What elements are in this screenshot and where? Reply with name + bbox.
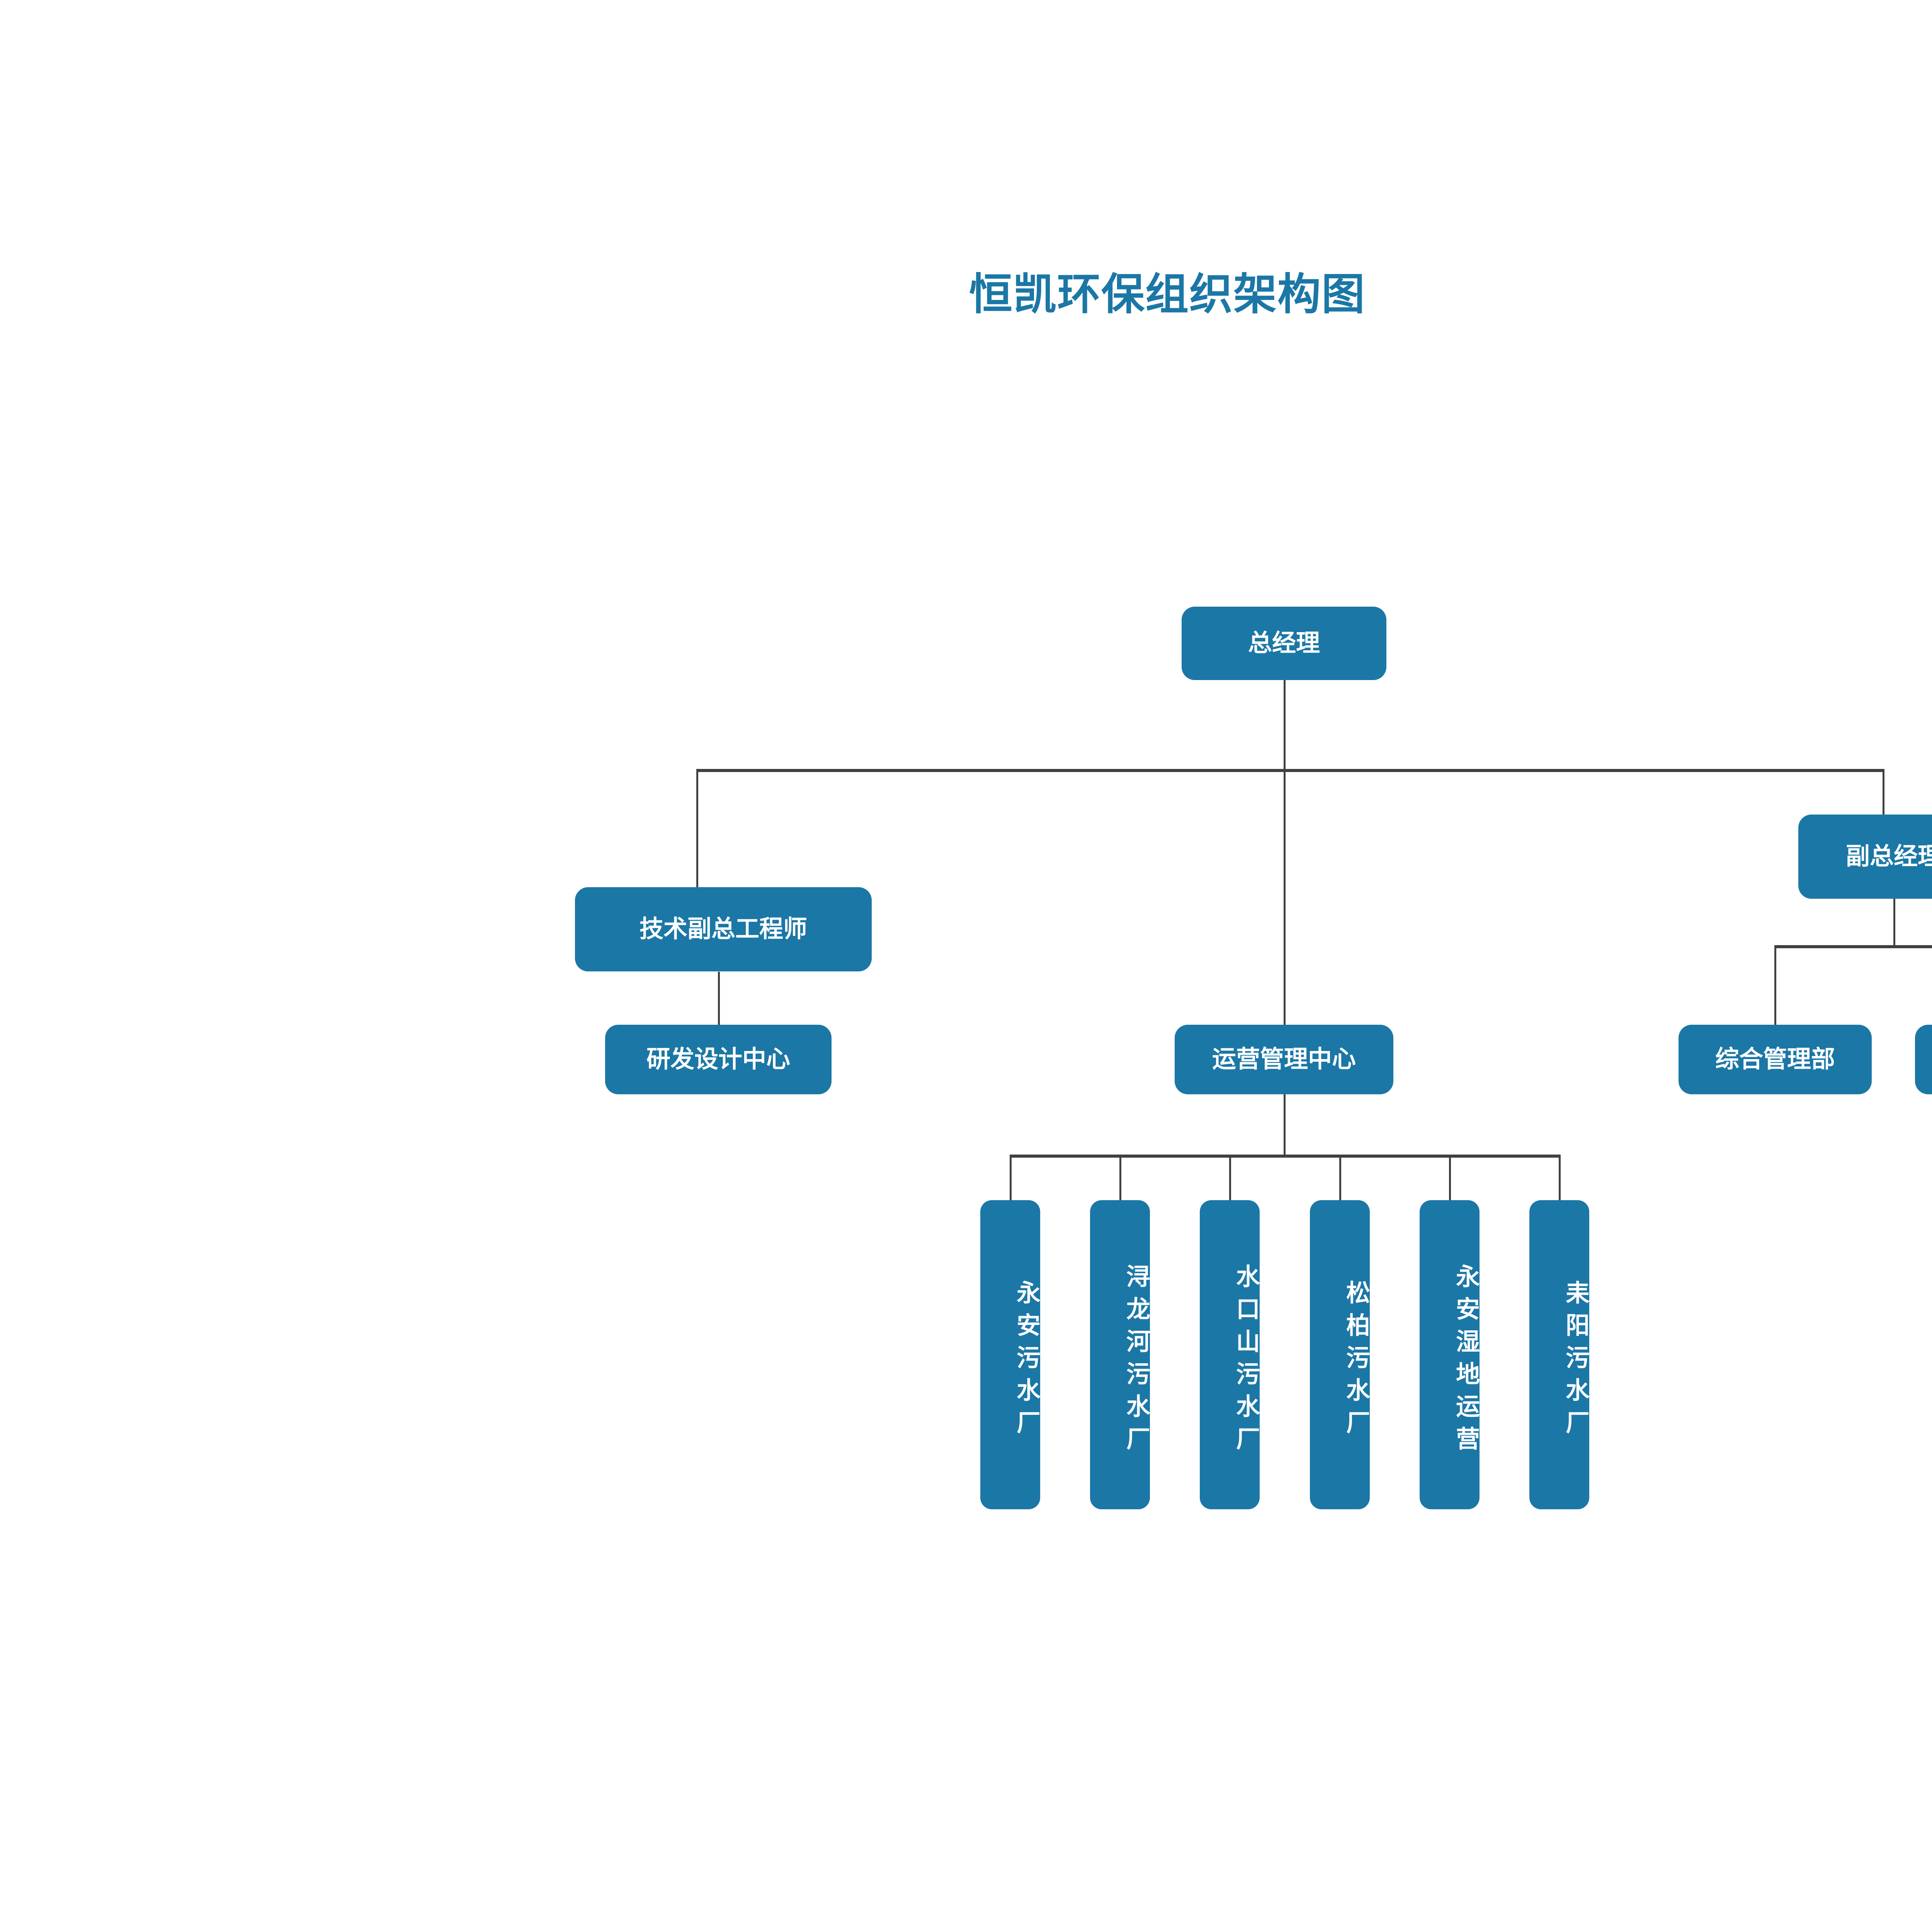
page-title-text: 恒凯环保组织架构图 [969, 270, 1366, 318]
connector-drop-plant-6 [1559, 1155, 1561, 1201]
org-node-plant-2[interactable]: 浔龙河污水厂 [1090, 1200, 1150, 1509]
org-node-plant-4[interactable]: 松柏污水厂 [1310, 1200, 1370, 1509]
connector-operations-center-stem [1284, 1094, 1286, 1156]
connector-deputy-gm-stem [1893, 898, 1895, 947]
org-node-plant-6[interactable]: 耒阳污水厂 [1529, 1200, 1589, 1509]
connector-deputy-gm-bus [1774, 945, 1932, 948]
org-node-plant-1[interactable]: 永安污水厂 [980, 1200, 1040, 1509]
org-node-plant-3-label: 水口山污水厂 [1232, 1264, 1259, 1459]
connector-drop-plant-1 [1010, 1155, 1012, 1201]
connector-drop-deputy-general-manager [1883, 769, 1884, 815]
org-node-finance-asset-dept[interactable]: 财务资产部 [1915, 1025, 1932, 1094]
connector-technical-deputy-to-rnd [718, 972, 720, 1026]
org-node-technical-deputy-chief-engineer-label: 技术副总工程师 [639, 916, 807, 943]
org-node-rnd-design-center[interactable]: 研发设计中心 [605, 1025, 832, 1094]
org-node-plant-6-label: 耒阳污水厂 [1562, 1280, 1588, 1442]
org-node-deputy-general-manager-label: 副总经理 [1845, 843, 1932, 870]
connector-drop-plant-5 [1449, 1155, 1451, 1201]
connector-drop-plant-3 [1229, 1155, 1231, 1201]
org-node-operations-management-center-label: 运营管理中心 [1212, 1046, 1356, 1073]
connector-level2-bus [696, 769, 1884, 772]
org-node-plant-5[interactable]: 永安湿地运营 [1420, 1200, 1480, 1509]
org-node-general-manager[interactable]: 总经理 [1182, 607, 1386, 680]
org-node-comprehensive-management-dept-label: 综合管理部 [1715, 1046, 1835, 1073]
org-node-rnd-design-center-label: 研发设计中心 [646, 1046, 790, 1073]
page-title: 恒凯环保组织架构图 [0, 270, 1932, 318]
connector-drop-operations-management-center [1284, 769, 1286, 1025]
org-node-plant-4-label: 松柏污水厂 [1342, 1280, 1369, 1442]
org-node-technical-deputy-chief-engineer[interactable]: 技术副总工程师 [575, 887, 872, 971]
connector-drop-plant-4 [1339, 1155, 1341, 1201]
org-node-plant-5-label: 永安湿地运营 [1452, 1264, 1479, 1459]
org-node-comprehensive-management-dept[interactable]: 综合管理部 [1679, 1025, 1872, 1094]
org-node-general-manager-label: 总经理 [1248, 630, 1320, 657]
org-node-plant-1-label: 永安污水厂 [1013, 1280, 1039, 1442]
org-node-operations-management-center[interactable]: 运营管理中心 [1175, 1025, 1393, 1094]
connector-drop-technical-deputy-chief-engineer [696, 769, 698, 887]
connector-drop-comprehensive-management-dept [1774, 945, 1776, 1026]
org-node-plant-3[interactable]: 水口山污水厂 [1200, 1200, 1260, 1509]
connector-root-stem [1284, 680, 1286, 772]
org-node-plant-2-label: 浔龙河污水厂 [1122, 1264, 1149, 1459]
connector-drop-plant-2 [1119, 1155, 1121, 1201]
org-node-deputy-general-manager[interactable]: 副总经理 [1798, 815, 1932, 899]
connector-plants-bus [1010, 1155, 1560, 1158]
